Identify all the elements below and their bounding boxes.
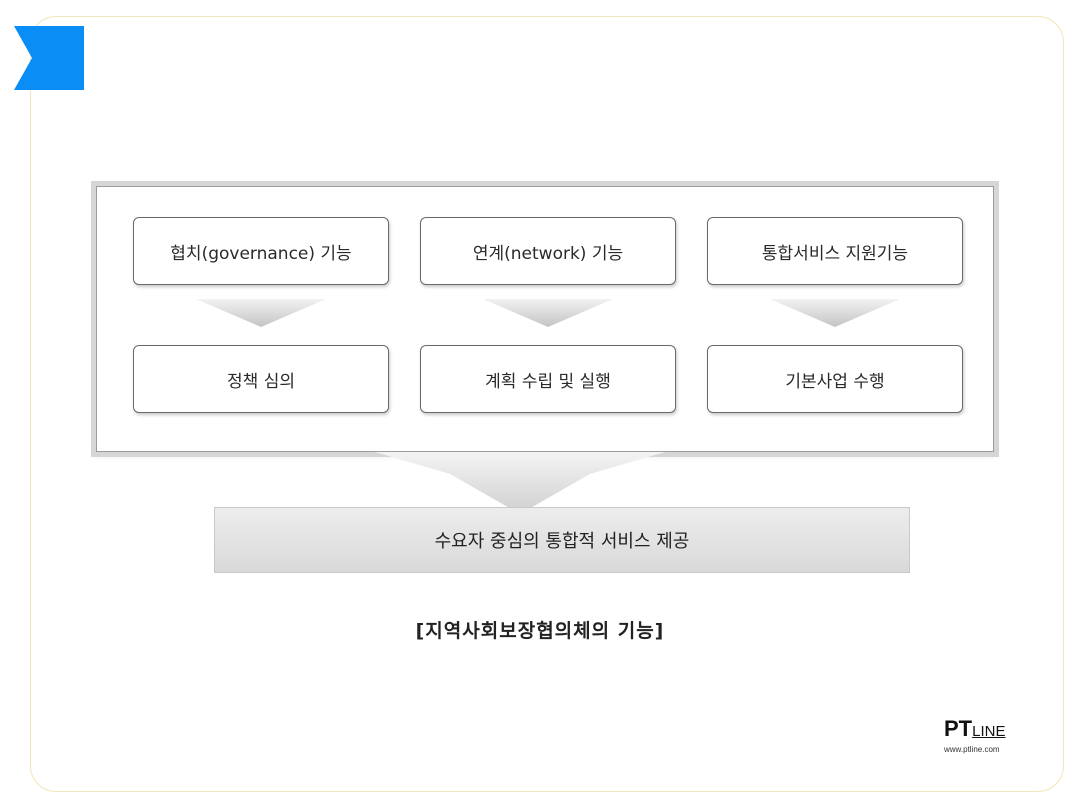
figure-caption: [지역사회보장협의체의 기능]: [415, 620, 665, 642]
function-box-network: 연계(network) 기능: [420, 217, 676, 285]
logo-bold-text: PT: [944, 716, 973, 741]
down-chevron-icon: [196, 299, 326, 327]
function-box-integrated-service: 통합서비스 지원기능: [707, 217, 963, 285]
merge-arrow-icon: [375, 452, 665, 514]
down-chevron-icon: [770, 299, 900, 327]
functions-panel: 협치(governance) 기능 연계(network) 기능 통합서비스 지…: [96, 186, 994, 452]
down-chevron-icon: [483, 299, 613, 327]
task-box-policy: 정책 심의: [133, 345, 389, 413]
logo-rest-text: LINE: [972, 723, 1006, 740]
ptline-logo: PTLINE www.ptline.com: [944, 718, 1024, 758]
task-box-basic-project: 기본사업 수행: [707, 345, 963, 413]
result-box: 수요자 중심의 통합적 서비스 제공: [214, 507, 910, 573]
logo-url: www.ptline.com: [944, 745, 1000, 754]
function-box-governance: 협치(governance) 기능: [133, 217, 389, 285]
task-box-planning: 계획 수립 및 실행: [420, 345, 676, 413]
title-flag-icon: [14, 26, 84, 90]
